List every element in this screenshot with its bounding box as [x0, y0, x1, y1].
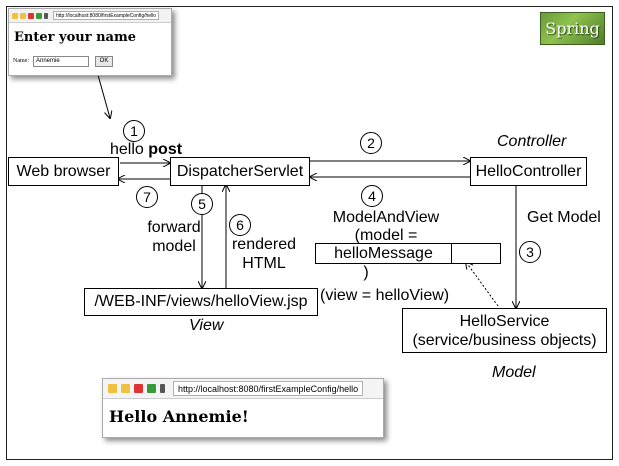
name-input[interactable]: Annemie	[33, 56, 89, 67]
step-6-badge: 6	[229, 214, 251, 236]
forward-label: forward	[147, 219, 201, 236]
controller-layer-label: Controller	[497, 133, 567, 150]
result-window: http://localhost:8080/firstExampleConfig…	[102, 378, 384, 438]
arrow-service-to-model	[466, 262, 499, 307]
model-and-view-label: ModelAndView	[332, 209, 440, 226]
form-heading: Enter your name	[14, 30, 136, 45]
model-container: helloMessage	[315, 243, 501, 264]
hello-service-node: HelloService (service/business objects)	[402, 308, 607, 353]
hello-service-subtitle: (service/business objects)	[412, 331, 597, 349]
ok-button[interactable]: OK	[95, 56, 113, 67]
result-address-bar[interactable]: http://localhost:8080/firstExampleConfig…	[173, 381, 364, 396]
menu-arrow-icon[interactable]	[44, 12, 48, 19]
web-browser-node: Web browser	[8, 157, 119, 186]
request-path: hello	[110, 141, 144, 158]
address-bar[interactable]: http://localhost:8080/firstExampleConfig…	[53, 11, 160, 20]
name-label: Name:	[13, 58, 29, 64]
hello-service-title: HelloService	[459, 312, 550, 330]
spring-logo: Spring	[540, 12, 605, 45]
rendered-html-label: rendered HTML	[229, 235, 299, 273]
stop-icon[interactable]	[28, 12, 34, 19]
step-4-badge: 4	[361, 185, 383, 207]
input-form-window: http://localhost:8080/firstExampleConfig…	[8, 8, 172, 76]
rendered-html-text: HTML	[242, 255, 286, 272]
back-icon[interactable]	[12, 12, 18, 19]
forward-model-text: model	[152, 238, 196, 255]
result-browser-toolbar: http://localhost:8080/firstExampleConfig…	[103, 379, 383, 399]
model-layer-label: Model	[492, 364, 536, 381]
greeting-text: Hello Annemie!	[109, 407, 249, 426]
forward-icon[interactable]	[121, 384, 130, 393]
model-cell-hello-message: helloMessage	[316, 244, 452, 263]
menu-arrow-icon[interactable]	[160, 384, 165, 393]
request-method: post	[148, 141, 183, 158]
step-2-badge: 2	[360, 132, 382, 154]
forward-icon[interactable]	[20, 12, 26, 19]
dispatcher-servlet-node: DispatcherServlet	[170, 157, 310, 186]
stop-icon[interactable]	[134, 384, 143, 393]
arrow-window-to-request	[97, 74, 110, 118]
step-3-badge: 3	[519, 241, 541, 263]
model-and-view-view: (view = helloView)	[320, 287, 450, 304]
back-icon[interactable]	[108, 384, 117, 393]
model-and-view-model-close: )	[363, 264, 369, 281]
view-jsp-node: /WEB-INF/views/helloView.jsp	[84, 288, 318, 316]
refresh-icon[interactable]	[36, 12, 42, 19]
model-and-view-model-open: (model =	[354, 227, 418, 244]
get-model-label: Get Model	[527, 209, 601, 226]
step-7-badge: 7	[136, 186, 158, 208]
refresh-icon[interactable]	[147, 384, 156, 393]
forward-model-label: forward model	[142, 218, 206, 256]
hello-controller-node: HelloController	[470, 157, 587, 186]
step-1-badge: 1	[123, 120, 145, 142]
rendered-label: rendered	[231, 236, 297, 253]
request-label: hello post	[110, 140, 182, 159]
browser-toolbar: http://localhost:8080/firstExampleConfig…	[9, 9, 171, 23]
step-5-badge: 5	[191, 193, 213, 215]
view-layer-label: View	[189, 317, 224, 334]
